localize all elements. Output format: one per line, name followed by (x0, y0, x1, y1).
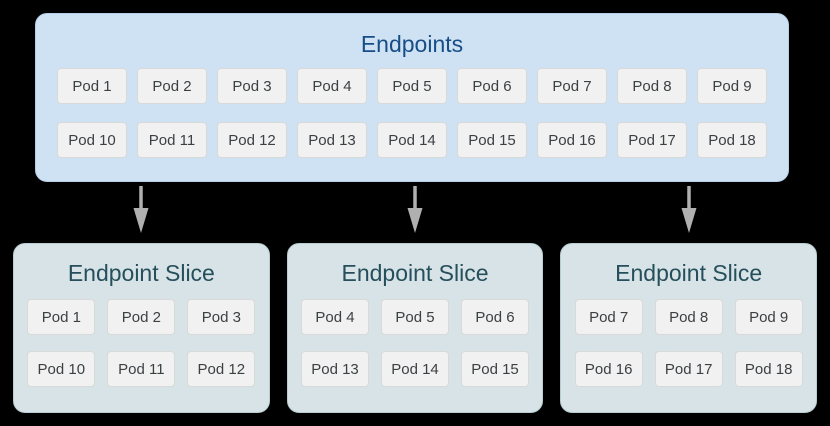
pod-chip: Pod 9 (734, 299, 803, 335)
pod-chip: Pod 14 (381, 351, 449, 387)
pod-chip: Pod 12 (217, 122, 287, 158)
pod-chip: Pod 13 (297, 122, 367, 158)
arrow-cell (560, 186, 817, 238)
pod-chip: Pod 12 (187, 351, 256, 387)
slices-row: Endpoint Slice Pod 1 Pod 2 Pod 3 Pod 10 … (13, 243, 818, 413)
pod-chip: Pod 18 (734, 351, 803, 387)
pod-chip: Pod 15 (457, 122, 527, 158)
pod-chip: Pod 8 (617, 68, 687, 104)
arrow-cell (13, 186, 270, 238)
pod-chip: Pod 16 (537, 122, 607, 158)
pod-chip: Pod 17 (617, 122, 687, 158)
endpoint-slice-title: Endpoint Slice (67, 260, 215, 286)
pod-chip: Pod 7 (537, 68, 607, 104)
down-arrow-icon (407, 186, 423, 233)
endpoints-box: Endpoints Pod 1 Pod 2 Pod 3 Pod 4 Pod 5 … (35, 13, 789, 182)
pod-chip: Pod 4 (301, 299, 369, 335)
pod-chip: Pod 17 (654, 351, 723, 387)
pod-chip: Pod 10 (27, 351, 96, 387)
endpoints-title: Endpoints (360, 31, 464, 57)
pod-chip: Pod 6 (461, 299, 529, 335)
endpoint-slice-box-3: Endpoint Slice Pod 7 Pod 8 Pod 9 Pod 16 … (560, 243, 818, 413)
pod-chip: Pod 11 (137, 122, 207, 158)
pod-chip: Pod 3 (217, 68, 287, 104)
pod-chip: Pod 8 (654, 299, 723, 335)
slice-pods-grid: Pod 7 Pod 8 Pod 9 Pod 16 Pod 17 Pod 18 (574, 299, 803, 387)
pod-chip: Pod 2 (137, 68, 207, 104)
pod-chip: Pod 3 (187, 299, 256, 335)
slice-pods-grid: Pod 1 Pod 2 Pod 3 Pod 10 Pod 11 Pod 12 (27, 299, 256, 387)
endpoint-slice-title: Endpoint Slice (615, 260, 763, 286)
pod-chip: Pod 18 (697, 122, 767, 158)
endpoint-slice-box-2: Endpoint Slice Pod 4 Pod 5 Pod 6 Pod 13 … (286, 243, 544, 413)
pod-chip: Pod 9 (697, 68, 767, 104)
pod-chip: Pod 1 (57, 68, 127, 104)
endpoint-slice-title: Endpoint Slice (341, 260, 489, 286)
down-arrow-icon (681, 186, 697, 233)
down-arrow-icon (133, 186, 149, 233)
arrow-cell (287, 186, 544, 238)
pod-chip: Pod 5 (377, 68, 447, 104)
pod-chip: Pod 15 (461, 351, 529, 387)
pod-chip: Pod 14 (377, 122, 447, 158)
pod-chip: Pod 2 (107, 299, 176, 335)
arrows-row (13, 186, 817, 238)
pod-chip: Pod 16 (574, 351, 643, 387)
pod-chip: Pod 7 (574, 299, 643, 335)
pod-chip: Pod 5 (381, 299, 449, 335)
slice-pods-grid: Pod 4 Pod 5 Pod 6 Pod 13 Pod 14 Pod 15 (301, 299, 529, 387)
pod-chip: Pod 10 (57, 122, 127, 158)
endpoints-pods-grid: Pod 1 Pod 2 Pod 3 Pod 4 Pod 5 Pod 6 Pod … (56, 68, 768, 158)
pod-chip: Pod 6 (457, 68, 527, 104)
endpoint-slice-box-1: Endpoint Slice Pod 1 Pod 2 Pod 3 Pod 10 … (13, 243, 270, 413)
pod-chip: Pod 13 (301, 351, 369, 387)
pod-chip: Pod 11 (107, 351, 176, 387)
pod-chip: Pod 1 (27, 299, 96, 335)
pod-chip: Pod 4 (297, 68, 367, 104)
